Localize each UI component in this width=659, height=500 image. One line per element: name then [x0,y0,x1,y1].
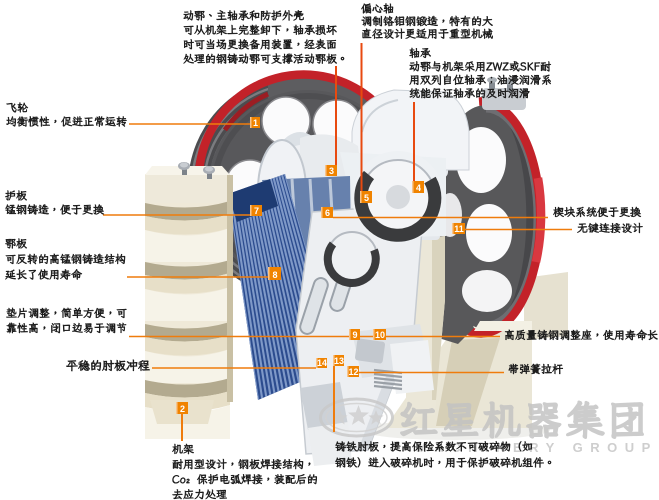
svg-text:1: 1 [253,118,258,128]
svg-text:12: 12 [348,367,358,377]
svg-text:2: 2 [180,404,185,414]
svg-text:10: 10 [375,330,385,340]
svg-text:9: 9 [352,330,357,340]
svg-text:7: 7 [254,206,259,216]
svg-text:11: 11 [454,224,464,234]
svg-text:4: 4 [416,183,421,193]
svg-text:3: 3 [329,166,334,176]
svg-text:6: 6 [325,208,330,218]
svg-text:8: 8 [272,270,277,280]
svg-text:14: 14 [317,358,327,368]
svg-text:5: 5 [364,193,369,203]
svg-text:13: 13 [334,356,344,366]
